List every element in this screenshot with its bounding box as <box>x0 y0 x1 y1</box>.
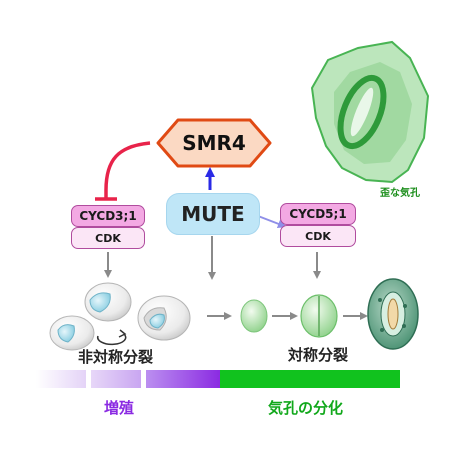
proliferation-bar-segment-2 <box>91 370 141 388</box>
distorted-stomata-illustration <box>310 40 430 184</box>
dividing-cell <box>300 294 338 338</box>
asymmetric-division-caption: 非対称分裂 <box>78 348 154 366</box>
smr4-node-shape <box>156 118 272 168</box>
cycd3-1-node: CYCD3;1 <box>71 205 145 227</box>
mature-stoma <box>367 278 419 350</box>
proliferation-bar-segment-3 <box>146 370 220 388</box>
cycd5-1-node: CYCD5;1 <box>280 203 356 225</box>
proliferation-bar-segment-1 <box>36 370 86 388</box>
cdk-left-node: CDK <box>71 227 145 249</box>
differentiation-bar-segment <box>220 370 400 388</box>
cdk-right-node: CDK <box>280 225 356 247</box>
proliferation-label: 増殖 <box>104 399 135 417</box>
guard-mother-cell <box>240 299 268 333</box>
distorted-stomata-caption: 歪な気孔 <box>380 188 420 199</box>
stomatal-differentiation-label: 気孔の分化 <box>268 399 344 417</box>
mute-node: MUTE <box>166 193 260 235</box>
asymmetric-division-cells <box>49 282 191 351</box>
smr4-label: SMR4 <box>182 131 246 155</box>
symmetric-division-caption: 対称分裂 <box>288 346 349 364</box>
inhibition-arrow <box>104 141 151 199</box>
mute-to-cycd5-arrow <box>257 215 287 229</box>
